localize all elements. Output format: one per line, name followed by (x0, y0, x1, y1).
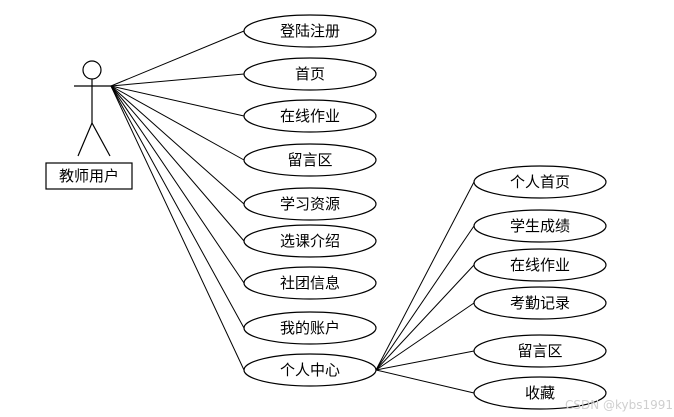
association-line-home (110, 73, 245, 87)
use-case-attendance-records: 考勤记录 (473, 286, 607, 320)
use-case-online-homework-sub-label: 在线作业 (510, 256, 570, 274)
use-case-favorites-shape (473, 376, 607, 410)
include-line-message-board-sub (375, 350, 475, 371)
use-case-student-grades-shape (473, 209, 607, 243)
use-case-learning-resources: 学习资源 (243, 187, 377, 221)
use-case-course-intro: 选课介绍 (243, 224, 377, 258)
use-case-student-grades-label: 学生成绩 (510, 217, 570, 235)
use-case-attendance-records-label: 考勤记录 (510, 294, 570, 312)
use-case-club-info-label: 社团信息 (280, 274, 340, 292)
use-case-learning-resources-shape (243, 187, 377, 221)
use-case-home-shape (243, 57, 377, 91)
include-line-student-grades (375, 225, 475, 371)
use-case-online-homework-shape (243, 99, 377, 133)
use-case-course-intro-label: 选课介绍 (280, 232, 340, 250)
use-case-message-board-label: 留言区 (287, 151, 332, 169)
use-case-personal-center-shape (243, 353, 377, 387)
use-case-personal-center: 个人中心 (243, 353, 377, 387)
use-case-course-intro-shape (243, 224, 377, 258)
use-case-online-homework-sub-shape (473, 248, 607, 282)
include-line-personal-home (375, 181, 475, 371)
use-case-club-info-shape (243, 266, 377, 300)
use-case-attendance-records-shape (473, 286, 607, 320)
actor-label: 教师用户 (59, 167, 119, 185)
use-case-message-board-sub-shape (473, 334, 607, 368)
use-case-personal-home: 个人首页 (473, 165, 607, 199)
use-case-home-label: 首页 (295, 65, 325, 83)
watermark: CSDN @kybs1991 (565, 398, 673, 412)
use-case-favorites: 收藏 (473, 376, 607, 410)
use-case-login-register-label: 登陆注册 (280, 22, 340, 40)
association-line-login-register (110, 30, 245, 87)
use-case-online-homework-sub: 在线作业 (473, 248, 607, 282)
use-case-home: 首页 (243, 57, 377, 91)
use-case-message-board-shape (243, 143, 377, 177)
association-line-course-intro (110, 85, 245, 242)
use-case-personal-home-shape (473, 165, 607, 199)
use-case-my-account: 我的账户 (243, 311, 377, 345)
include-line-favorites (375, 369, 475, 394)
association-line-online-homework (110, 85, 245, 117)
association-line-message-board (110, 85, 245, 161)
association-line-club-info (110, 85, 245, 284)
include-line-online-homework-sub (375, 264, 475, 371)
use-case-learning-resources-label: 学习资源 (280, 195, 340, 213)
association-line-personal-center (110, 85, 245, 371)
use-case-personal-center-label: 个人中心 (280, 361, 340, 379)
use-case-club-info: 社团信息 (243, 266, 377, 300)
use-case-online-homework: 在线作业 (243, 99, 377, 133)
use-case-my-account-label: 我的账户 (280, 319, 340, 337)
use-case-personal-home-label: 个人首页 (510, 173, 570, 191)
use-case-online-homework-label: 在线作业 (280, 107, 340, 125)
include-line-attendance-records (375, 302, 475, 371)
use-case-message-board: 留言区 (243, 143, 377, 177)
association-line-my-account (110, 85, 245, 329)
use-case-message-board-sub-label: 留言区 (517, 342, 562, 360)
use-case-login-register-shape (243, 14, 377, 48)
use-case-login-register: 登陆注册 (243, 14, 377, 48)
use-case-my-account-shape (243, 311, 377, 345)
association-line-learning-resources (110, 85, 245, 205)
use-case-favorites-label: 收藏 (525, 384, 555, 402)
actor-label-box: 教师用户 (45, 162, 133, 190)
use-case-message-board-sub: 留言区 (473, 334, 607, 368)
stick-figure-actor-icon (74, 60, 112, 157)
use-case-student-grades: 学生成绩 (473, 209, 607, 243)
